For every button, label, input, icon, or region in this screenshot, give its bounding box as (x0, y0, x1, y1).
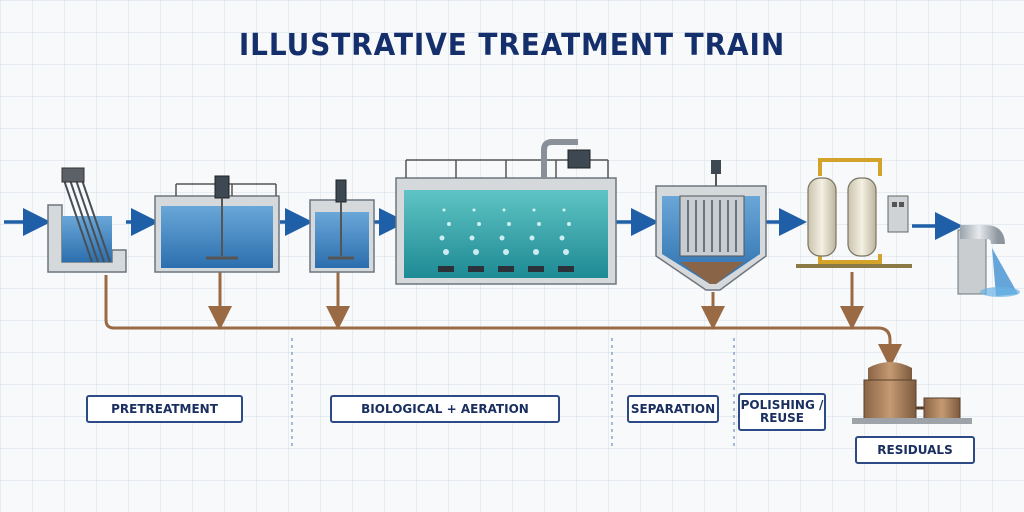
stage-label-pretreatment: PRETREATMENT (86, 395, 243, 423)
bar-screen-icon (47, 167, 127, 273)
stage-label-polishing-reuse: POLISHING / REUSE (738, 393, 826, 431)
clarifier-membrane-icon (655, 160, 767, 291)
aeration-basin-icon (395, 139, 617, 285)
residuals-collector-line (104, 275, 902, 368)
stage-dividers (291, 338, 735, 446)
outfall-pipe-icon (957, 225, 1020, 297)
diagram-title: ILLUSTRATIVE TREATMENT TRAIN (238, 28, 786, 63)
sludge-tank-icon (852, 362, 972, 424)
equalization-tank-icon (154, 175, 280, 273)
mixing-tank-icon (309, 179, 375, 273)
sludge-lines (104, 272, 902, 368)
stage-label-separation: SEPARATION (627, 395, 719, 423)
pressure-filters-icon (796, 158, 912, 268)
stage-label-biological-aeration: BIOLOGICAL + AERATION (330, 395, 560, 423)
flow-arrows (4, 208, 963, 240)
stage-label-residuals: RESIDUALS (855, 436, 975, 464)
